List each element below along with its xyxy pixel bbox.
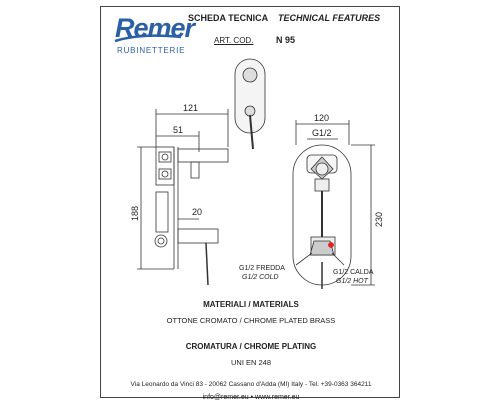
title-english: TECHNICAL FEATURES [278,13,381,23]
dim-20: 20 [192,207,202,217]
label-cold-en: G1/2 COLD [242,274,279,281]
footer-website[interactable]: www.remer.eu [255,394,300,401]
label-cold-it: G1/2 FREDDA [239,265,285,272]
dim-51: 51 [173,125,183,135]
footer-address: Via Leonardo da Vinci 83 - 20062 Cassano… [130,381,372,388]
footer-email[interactable]: info@remer.eu [202,394,249,401]
technical-drawing: 121 51 188 20 120 G1/2 230 G1/2 FREDDA G… [130,58,384,289]
dim-121: 121 [183,103,198,113]
dim-188: 188 [130,206,140,221]
label-hot-it: G1/2 CALDA [333,269,374,276]
materials-value: OTTONE CROMATO / CHROME PLATED BRASS [166,316,336,325]
side-view [137,109,229,286]
dim-230: 230 [374,212,384,227]
dim-g12: G1/2 [312,128,332,138]
brand-subtitle: RUBINETTERIE [117,46,186,55]
title-italian: SCHEDA TECNICA [188,13,269,23]
front-view [292,120,375,289]
technical-sheet: Remer RUBINETTERIE SCHEDA TECNICA TECHNI… [100,6,401,401]
product-thumbnail [234,58,266,150]
chrome-value: UNI EN 248 [230,358,272,367]
dim-120: 120 [314,113,329,123]
chrome-heading: CROMATURA / CHROME PLATING [185,342,317,351]
footer-contacts: info@remer.eu • www.remer.eu [101,394,401,401]
materials-heading: MATERIALI / MATERIALS [203,300,299,309]
logo-swoosh [114,34,182,43]
art-code-value: N 95 [276,35,296,45]
art-code-label: ART. COD. [214,36,254,45]
label-hot-en: G1/2 HOT [336,278,369,285]
footer-separator: • [250,394,256,401]
